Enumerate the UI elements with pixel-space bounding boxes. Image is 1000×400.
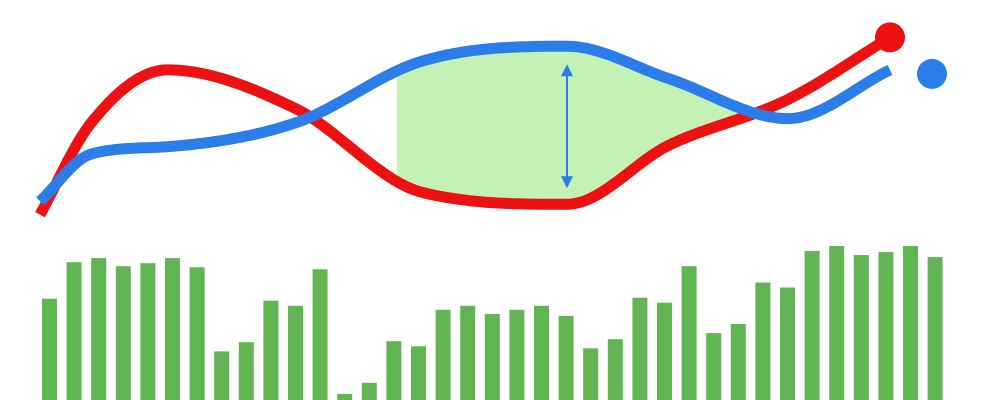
bar-2: [66, 262, 82, 400]
blue-series-end-marker: [917, 58, 947, 89]
bar-19: [484, 313, 500, 400]
bar-11: [288, 305, 303, 400]
bar-9: [238, 342, 254, 400]
bar-5: [140, 263, 156, 400]
bar-22: [558, 315, 574, 400]
bar-24: [607, 339, 623, 400]
bar-1: [42, 298, 57, 400]
bar-3: [91, 258, 107, 400]
bar-18: [460, 305, 476, 400]
bar-4: [115, 266, 131, 400]
bar-29: [730, 324, 746, 400]
arrow-head-bottom: [561, 176, 573, 189]
bar-31: [780, 287, 795, 400]
bar-37: [927, 257, 943, 400]
arrow-head-top: [561, 64, 573, 77]
bar-21: [534, 305, 549, 400]
bar-26: [657, 302, 672, 400]
bar-35: [878, 252, 894, 400]
bar-16: [411, 346, 426, 400]
bar-10: [263, 300, 279, 400]
bar-20: [509, 309, 525, 400]
bar-6: [165, 258, 180, 400]
bar-7: [189, 267, 205, 400]
difference-double-arrow: [561, 64, 573, 189]
red-series-end-marker: [875, 22, 905, 53]
bar-34: [853, 255, 869, 400]
bar-chart: [42, 246, 943, 400]
bar-36: [903, 246, 918, 400]
bar-8: [214, 351, 230, 400]
bar-13: [337, 393, 353, 400]
bar-27: [681, 266, 697, 400]
bar-23: [583, 348, 599, 400]
bar-14: [361, 382, 377, 400]
bar-33: [829, 246, 845, 400]
bar-28: [706, 333, 722, 400]
line-chart: [35, 22, 947, 218]
bar-15: [386, 341, 402, 400]
bar-17: [435, 309, 451, 400]
bar-25: [632, 297, 648, 400]
bar-32: [804, 251, 820, 400]
bar-12: [312, 269, 328, 400]
bar-30: [755, 282, 771, 400]
blue-series-line: [36, 40, 893, 206]
